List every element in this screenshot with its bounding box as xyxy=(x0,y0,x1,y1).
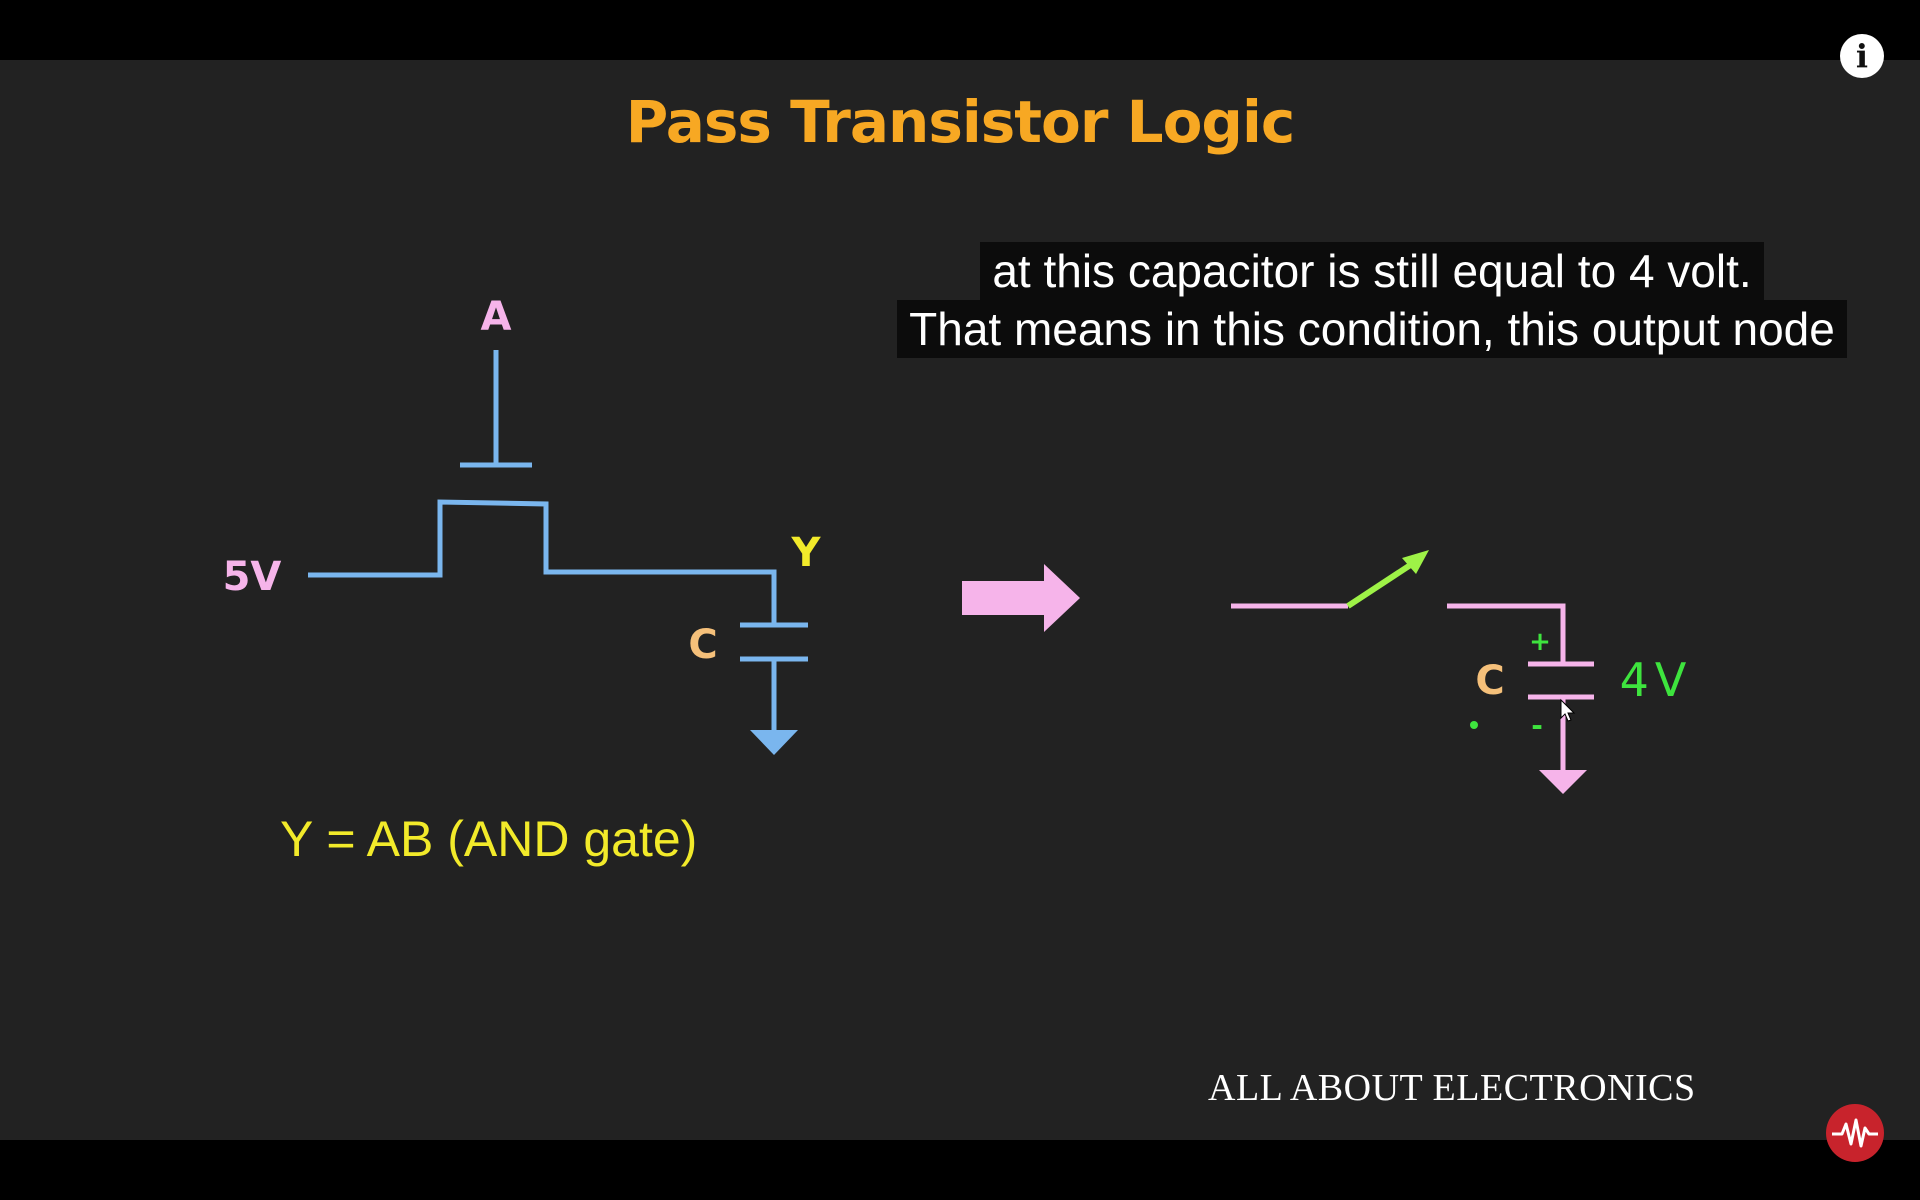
mouse-cursor-icon xyxy=(1560,698,1576,722)
gate-label: A xyxy=(481,294,512,340)
slide-title: Pass Transistor Logic xyxy=(625,88,1295,156)
minus-sign: - xyxy=(1531,709,1543,742)
info-icon: i xyxy=(1855,37,1869,75)
ink-dot xyxy=(1470,721,1478,729)
caption-line-2: That means in this condition, this outpu… xyxy=(897,300,1847,358)
waveform-icon xyxy=(1832,1118,1878,1148)
caption-line-1: at this capacitor is still equal to 4 vo… xyxy=(980,242,1764,300)
ground-arrow-left xyxy=(750,730,798,755)
input-voltage-label: 5V xyxy=(223,554,282,600)
channel-wire xyxy=(308,499,777,625)
pass-transistor-circuit xyxy=(308,350,808,730)
capacitor-voltage-label: 4V xyxy=(1620,653,1693,707)
equivalent-arrow xyxy=(962,564,1080,632)
capacitor-label-left: C xyxy=(688,622,717,668)
boolean-equation: Y = AB (AND gate) xyxy=(280,811,698,867)
ground-arrow-right xyxy=(1539,770,1587,794)
switch-equivalent-circuit xyxy=(1231,603,1594,770)
info-button[interactable]: i xyxy=(1840,34,1884,78)
capacitor-label-right: C xyxy=(1475,658,1504,704)
channel-watermark: ALL ABOUT ELECTRONICS xyxy=(1208,1067,1696,1109)
output-label: Y xyxy=(791,530,822,576)
switch-blade xyxy=(1346,550,1429,609)
caption-row-2: That means in this condition, this outpu… xyxy=(862,300,1882,358)
switch-output-wire xyxy=(1447,603,1566,662)
plus-sign: + xyxy=(1529,627,1551,657)
channel-logo[interactable] xyxy=(1826,1104,1884,1162)
caption-row-1: at this capacitor is still equal to 4 vo… xyxy=(862,242,1882,300)
video-frame[interactable] xyxy=(0,60,1920,1140)
